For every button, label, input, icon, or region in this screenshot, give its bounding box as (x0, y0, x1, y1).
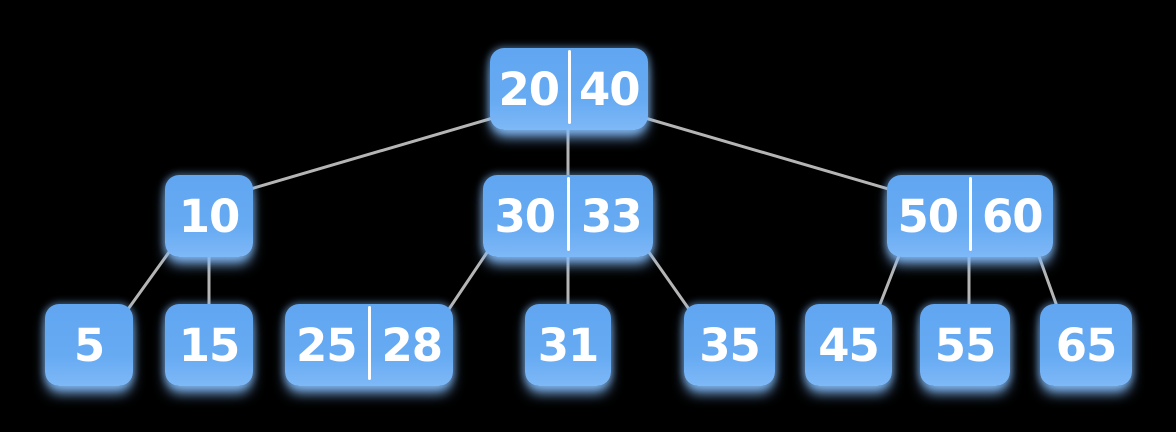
tree-edge-node-30-33-to-node-25-28 (445, 246, 492, 314)
node-key: 5 (73, 318, 105, 372)
btree-node-45: 45 (805, 304, 892, 386)
tree-edge-node-10-to-node-5 (124, 246, 174, 314)
node-key-divider (367, 306, 371, 380)
node-key: 45 (818, 318, 880, 372)
node-key: 40 (578, 62, 641, 116)
node-key: 65 (1055, 318, 1118, 372)
node-key: 15 (178, 318, 241, 372)
node-key: 31 (537, 318, 600, 372)
tree-edge-node-50-60-to-node-45 (875, 246, 904, 314)
tree-edge-node-30-33-to-node-35 (644, 246, 693, 314)
btree-node-30-33: 30 33 (483, 175, 653, 257)
btree-node-25-28: 25 28 (285, 304, 453, 386)
btree-node-35: 35 (684, 304, 775, 386)
node-key: 10 (178, 189, 241, 243)
node-key-divider (567, 50, 571, 124)
node-key-divider (968, 177, 972, 251)
node-key: 50 (897, 189, 959, 243)
tree-edge-node-50-60-to-node-65 (1034, 246, 1061, 314)
node-key-divider (566, 177, 570, 251)
btree-node-55: 55 (920, 304, 1010, 386)
node-key: 35 (699, 318, 761, 372)
node-key: 25 (295, 318, 358, 372)
node-key: 28 (381, 318, 443, 372)
node-key: 60 (981, 189, 1044, 243)
node-key: 20 (498, 62, 560, 116)
btree-node-65: 65 (1040, 304, 1132, 386)
node-key: 30 (494, 189, 556, 243)
btree-node-10: 10 (165, 175, 253, 257)
node-key: 33 (580, 189, 643, 243)
btree-node-50-60: 50 60 (887, 175, 1053, 257)
btree-node-31: 31 (525, 304, 611, 386)
btree-node-15: 15 (165, 304, 253, 386)
tree-edge-node-20-40-to-node-10 (245, 116, 495, 192)
tree-edge-node-20-40-to-node-50-60 (643, 116, 894, 192)
node-key: 55 (934, 318, 997, 372)
btree-node-5: 5 (45, 304, 133, 386)
